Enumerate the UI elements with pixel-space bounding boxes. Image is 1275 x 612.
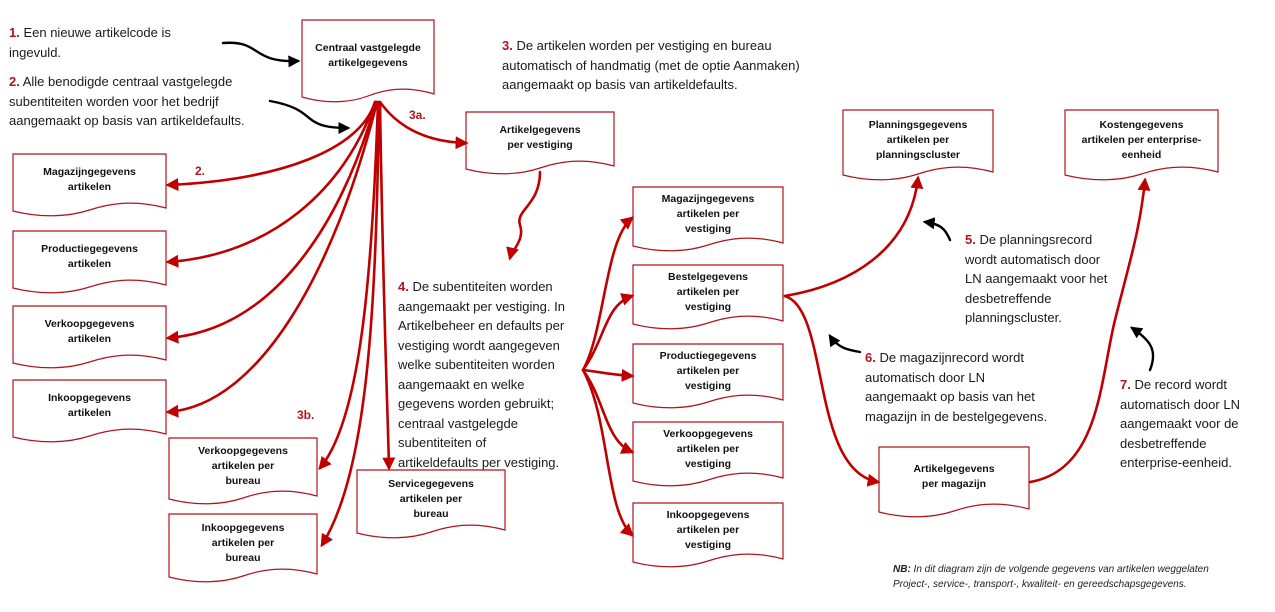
box-verkoopgegevens-per-vestiging-shape (632, 421, 784, 487)
note-7: 7. De record wordt automatisch door LN a… (1120, 377, 1240, 470)
box-magazijngegevens-artikelen: Magazijngegevens artikelen (43, 166, 136, 193)
arrow-central-to-service-bureau (378, 100, 396, 471)
box-inkoopgegevens-per-vestiging: Inkoopgegevens artikelen per vestiging (666, 508, 750, 551)
box-inkoopgegevens-artikelen: Inkoopgegevens artikelen (48, 392, 131, 419)
label-2: 2. (195, 164, 206, 178)
arrow-central-to-productie (165, 100, 377, 268)
box-inkoopgegevens-artikelen-shape (12, 379, 167, 443)
box-planningsgegevens-per-cluster-shape (842, 109, 994, 181)
arrow-vestiging-down (506, 170, 542, 261)
arrow-central-to-verkoop (165, 100, 378, 344)
arrow-to-magazijn-vestiging (581, 216, 635, 372)
box-magazijngegevens-per-vestiging: Magazijngegevens artikelen per vestiging (661, 192, 755, 235)
box-verkoopgegevens-artikelen-shape (12, 305, 167, 369)
box-servicegegevens-per-bureau-shape (356, 469, 506, 539)
arrow-central-to-inkoop-bureau (320, 100, 381, 548)
arrow-to-productie-vestiging (581, 368, 635, 382)
callout-arrow-7 (1130, 326, 1155, 372)
box-artikelgegevens-per-vestiging: Artikelgegevens per vestiging (499, 124, 581, 151)
arrow-central-to-magazijn (165, 100, 377, 192)
box-central-artikelgegevens-shape (301, 19, 435, 103)
arrow-bestel-to-magazijn (783, 294, 881, 487)
box-magazijngegevens-per-vestiging-shape (632, 186, 784, 252)
callout-arrow-5 (922, 217, 952, 242)
label-3a: 3a. (409, 108, 426, 122)
note-6: 6. De magazijnrecord wordt automatisch d… (865, 350, 1048, 424)
box-productiegegevens-artikelen: Productiegegevens artikelen (41, 243, 138, 270)
box-artikelgegevens-per-vestiging-shape (465, 111, 615, 175)
note-1: 1. Een nieuwe artikelcode is ingevuld. (9, 25, 171, 60)
box-bestelgegevens-per-vestiging: Bestelgegevens artikelen per vestiging (668, 270, 748, 313)
note-5: 5. De planningsrecord wordt automatisch … (965, 232, 1108, 325)
box-kostengegevens-per-enterprise-shape (1064, 109, 1219, 181)
box-inkoopgegevens-per-bureau: Inkoopgegevens artikelen per bureau (201, 521, 285, 564)
document-shapes (12, 19, 1219, 583)
box-central-artikelgegevens: Centraal vastgelegde artikelgegevens (315, 42, 421, 69)
box-verkoopgegevens-artikelen: Verkoopgegevens artikelen (44, 318, 135, 345)
footnote: NB: In dit diagram zijn de volgende gege… (893, 564, 1209, 590)
box-artikelgegevens-per-magazijn: Artikelgegevens per magazijn (913, 463, 995, 490)
box-verkoopgegevens-per-bureau: Verkoopgegevens artikelen per bureau (198, 444, 288, 487)
box-productiegegevens-artikelen-shape (12, 230, 167, 294)
callout-arrow-6 (828, 334, 862, 354)
note-3: 3. De artikelen worden per vestiging en … (502, 38, 800, 92)
box-inkoopgegevens-per-vestiging-shape (632, 502, 784, 568)
box-planningsgegevens-per-cluster: Planningsgegevens artikelen per planning… (868, 118, 968, 161)
box-productiegegevens-per-vestiging: Productiegegevens artikelen per vestigin… (659, 349, 757, 392)
arrow-to-inkoop-vestiging (581, 368, 634, 537)
box-servicegegevens-per-bureau: Servicegegevens artikelen per bureau (388, 477, 474, 520)
box-productiegegevens-per-vestiging-shape (632, 343, 784, 409)
callout-arrow-1 (221, 41, 301, 68)
note-4: 4. De subentiteiten worden aangemaakt pe… (398, 279, 565, 470)
box-inkoopgegevens-per-bureau-shape (168, 513, 318, 583)
label-3b: 3b. (297, 408, 315, 422)
box-verkoopgegevens-per-bureau-shape (168, 437, 318, 505)
box-artikelgegevens-per-magazijn-shape (878, 446, 1030, 518)
note-2: 2. Alle benodigde centraal vastgelegde s… (9, 74, 245, 128)
arrow-to-bestel-vestiging (581, 293, 635, 372)
box-bestelgegevens-per-vestiging-shape (632, 264, 784, 330)
callout-arrow-2 (268, 99, 351, 134)
arrow-central-to-per-vestiging (378, 100, 469, 150)
arrow-central-to-inkoop (165, 100, 379, 418)
arrow-to-verkoop-vestiging (581, 368, 635, 454)
arrow-central-to-verkoop-bureau (318, 100, 380, 470)
arrow-magazijn-to-kosten (1028, 177, 1151, 484)
arrow-bestel-to-planning (783, 175, 924, 298)
box-kostengegevens-per-enterprise: Kostengegevens artikelen per enterprise-… (1081, 118, 1202, 161)
box-verkoopgegevens-per-vestiging: Verkoopgegevens artikelen per vestiging (663, 427, 753, 470)
box-magazijngegevens-artikelen-shape (12, 153, 167, 217)
